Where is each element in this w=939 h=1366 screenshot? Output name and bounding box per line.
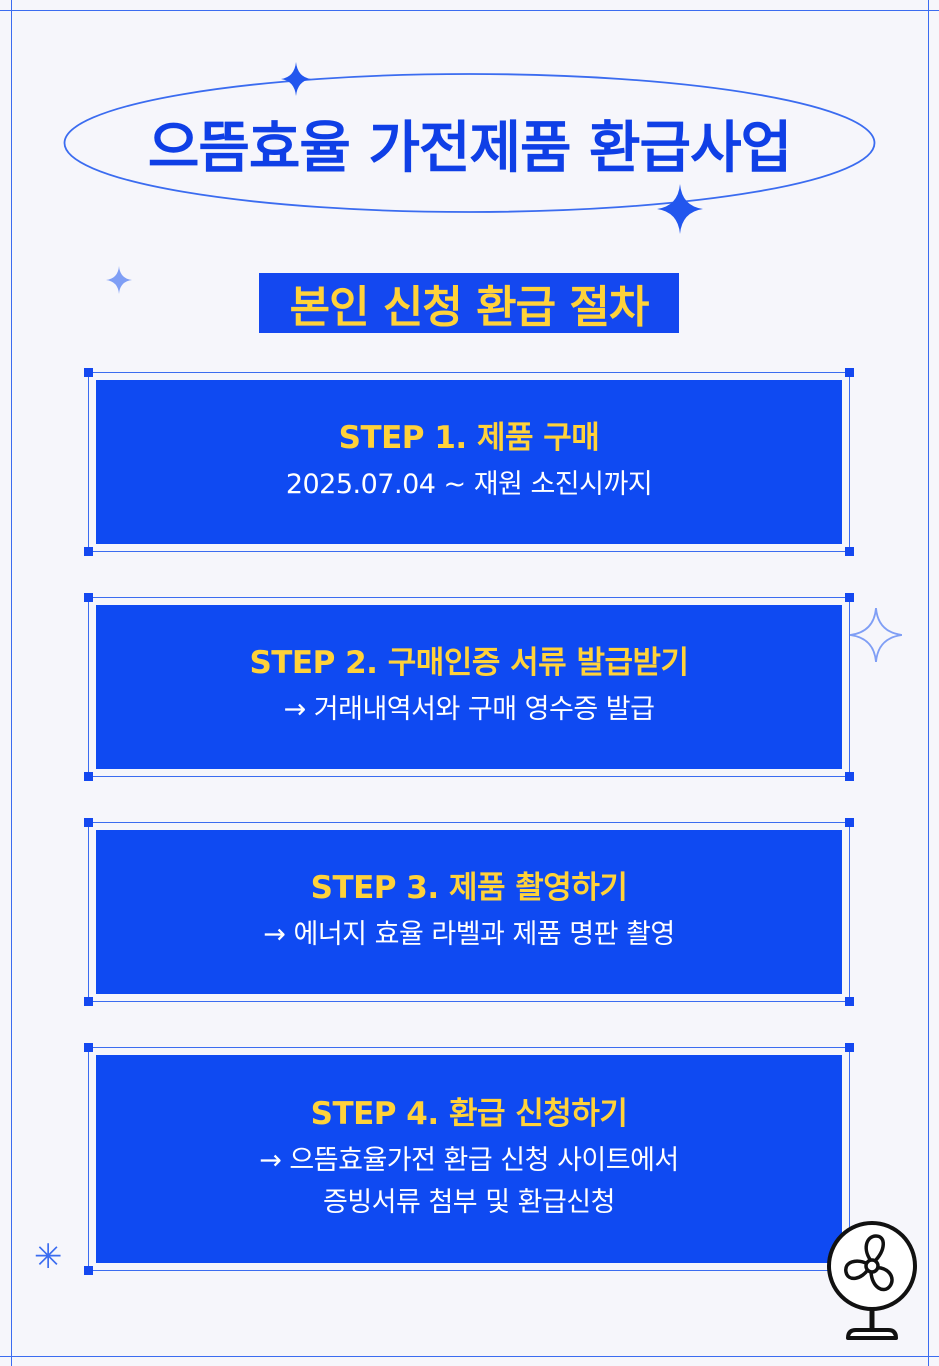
- frame-line-left: [11, 0, 12, 1366]
- title-ellipse: [63, 73, 876, 213]
- fan-icon: [827, 1221, 917, 1340]
- step-outline: [88, 372, 850, 552]
- step-card-3: STEP 3. 제품 촬영하기 → 에너지 효율 라벨과 제품 명판 촬영: [84, 818, 854, 1006]
- step-title: STEP 1. 제품 구매: [338, 419, 600, 456]
- frame-line-top: [0, 10, 939, 11]
- step-description: → 거래내역서와 구매 영수증 발급: [284, 689, 655, 731]
- step-outline: [88, 822, 850, 1002]
- step-card-2: STEP 2. 구매인증 서류 발급받기 → 거래내역서와 구매 영수증 발급: [84, 593, 854, 781]
- step-description: → 으뜸효율가전 환급 신청 사이트에서 증빙서류 첨부 및 환급신청: [259, 1140, 679, 1224]
- asterisk-icon: ✳: [34, 1237, 63, 1277]
- corner-handle: [845, 547, 854, 556]
- corner-handle: [84, 593, 93, 602]
- corner-handle: [84, 997, 93, 1006]
- corner-handle: [845, 1043, 854, 1052]
- corner-handle: [845, 368, 854, 377]
- step-description: → 에너지 효율 라벨과 제품 명판 촬영: [263, 914, 675, 956]
- step-box: STEP 4. 환급 신청하기 → 으뜸효율가전 환급 신청 사이트에서 증빙서…: [96, 1055, 842, 1263]
- sparkle-icon: [281, 62, 311, 96]
- title-banner: 으뜸효율 가전제품 환급사업: [62, 70, 877, 216]
- corner-handle: [84, 1043, 93, 1052]
- step-description-line: → 에너지 효율 라벨과 제품 명판 촬영: [263, 919, 675, 951]
- procedure-heading: 본인 신청 환급 절차: [259, 273, 679, 333]
- sparkle-icon: [657, 184, 703, 234]
- corner-handle: [845, 772, 854, 781]
- step-description-line: 증빙서류 첨부 및 환급신청: [323, 1187, 615, 1219]
- corner-handle: [84, 1266, 93, 1275]
- step-card-1: STEP 1. 제품 구매 2025.07.04 ~ 재원 소진시까지: [84, 368, 854, 556]
- step-box: STEP 1. 제품 구매 2025.07.04 ~ 재원 소진시까지: [96, 380, 842, 544]
- step-box: STEP 2. 구매인증 서류 발급받기 → 거래내역서와 구매 영수증 발급: [96, 605, 842, 769]
- corner-handle: [845, 818, 854, 827]
- step-card-4: STEP 4. 환급 신청하기 → 으뜸효율가전 환급 신청 사이트에서 증빙서…: [84, 1043, 854, 1275]
- step-outline: [88, 597, 850, 777]
- page-title: 으뜸효율 가전제품 환급사업: [147, 115, 792, 181]
- step-description-line: 2025.07.04 ~ 재원 소진시까지: [285, 469, 653, 501]
- corner-handle: [845, 997, 854, 1006]
- frame-line-bottom: [0, 1356, 939, 1357]
- corner-handle: [845, 593, 854, 602]
- step-box: STEP 3. 제품 촬영하기 → 에너지 효율 라벨과 제품 명판 촬영: [96, 830, 842, 994]
- corner-handle: [84, 772, 93, 781]
- step-description: 2025.07.04 ~ 재원 소진시까지: [285, 464, 653, 506]
- corner-handle: [84, 818, 93, 827]
- step-title: STEP 2. 구매인증 서류 발급받기: [249, 644, 689, 681]
- step-description-line: → 거래내역서와 구매 영수증 발급: [283, 694, 655, 726]
- sparkle-icon: [850, 608, 902, 662]
- step-outline: [88, 1047, 850, 1271]
- frame-line-right: [928, 0, 929, 1366]
- sparkle-icon: [106, 266, 132, 294]
- corner-handle: [84, 368, 93, 377]
- step-title: STEP 3. 제품 촬영하기: [310, 869, 628, 906]
- step-title: STEP 4. 환급 신청하기: [310, 1096, 628, 1132]
- corner-handle: [84, 547, 93, 556]
- step-description-line: → 으뜸효율가전 환급 신청 사이트에서: [259, 1145, 679, 1177]
